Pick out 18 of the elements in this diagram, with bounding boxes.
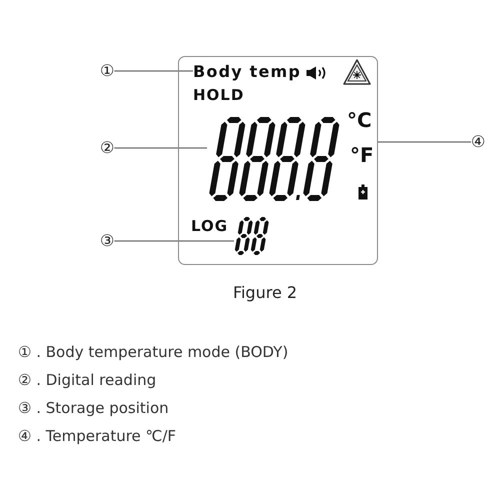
leader-line <box>114 70 194 72</box>
callout-number: ④ <box>471 133 486 151</box>
key-entry: ③ . Storage position <box>18 399 169 417</box>
callout-number: ① <box>100 62 114 80</box>
mode-text: Body temp <box>193 63 302 81</box>
callout-number: ③ <box>100 232 114 250</box>
key-entry: ① . Body temperature mode (BODY) <box>18 343 288 361</box>
segment-digits <box>234 215 270 257</box>
callout-number: ② <box>100 139 114 157</box>
key-entry: ④ . Temperature ℃/F <box>18 427 176 445</box>
leader-line <box>114 240 234 242</box>
key-entry: ② . Digital reading <box>18 371 156 389</box>
hold-text: HOLD <box>193 87 244 103</box>
unit-text: °C <box>347 109 372 131</box>
log-text: LOG <box>191 218 228 234</box>
lcd-panel <box>178 56 378 265</box>
unit-text: °F <box>350 144 374 166</box>
figure-caption: Figure 2 <box>232 283 298 302</box>
